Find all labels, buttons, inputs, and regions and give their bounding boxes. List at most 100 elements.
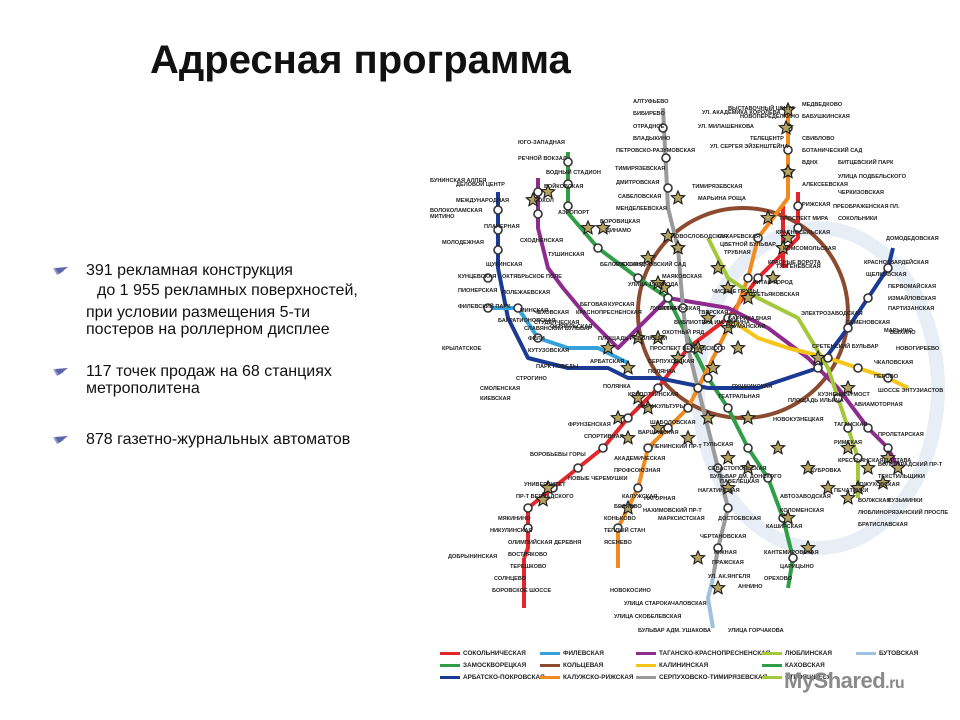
ad-location-star-icon <box>799 459 817 475</box>
station-label: БЕЛОРУССКАЯ <box>600 262 643 268</box>
station-label: БИБЛИОТЕКА ИМ. ЛЕНИНА <box>674 320 750 326</box>
legend-swatch <box>540 651 560 655</box>
ad-location-star-icon <box>709 259 727 275</box>
ad-location-star-icon <box>874 474 892 490</box>
station-label: ПАВЕЛЕЦКАЯ <box>720 479 759 485</box>
station-label: ПРОСПЕКТ МИРА <box>780 216 828 222</box>
station-label: МАРКСИСТСКАЯ <box>658 516 705 522</box>
ad-location-star-icon <box>839 489 857 505</box>
station-label: КУРСКАЯ <box>608 302 634 308</box>
station-label: ДОБРЫНИНСКАЯ <box>448 554 497 560</box>
station-label: СУХАРЕВСКАЯ <box>718 234 760 240</box>
station-label: СТУДЕНЧЕСКАЯ <box>534 320 579 326</box>
bullet-item-sales-points: 117 точек продаж на 68 станциях метропол… <box>53 363 332 397</box>
station-label: КУТУЗОВСКАЯ <box>528 348 569 354</box>
station-marker <box>728 313 738 323</box>
station-label: ОХОТНЫЙ РЯД <box>662 328 704 336</box>
station-label: МИНСКАЯ <box>520 308 548 314</box>
bullet-text: до 1 955 рекламных поверхностей, <box>97 282 358 299</box>
legend-item: КАХОВСКАЯ <box>762 660 825 672</box>
station-marker <box>753 233 763 243</box>
ad-location-star-icon <box>739 459 757 475</box>
station-label: ТИМИРЯЗЕВСКАЯ <box>615 166 665 172</box>
ad-location-star-icon <box>779 101 797 117</box>
ad-location-star-icon <box>619 359 637 375</box>
ad-location-star-icon <box>719 479 737 495</box>
station-label: МИТИНО <box>430 214 455 220</box>
legend-label: КАЛУЖСКО-РИЖСКАЯ <box>563 674 634 681</box>
bullet-item-vending: 878 газетно-журнальных автоматов <box>53 431 350 448</box>
metro-line-arbatsko-pokrovskaya <box>496 192 895 390</box>
station-marker <box>783 145 793 155</box>
station-marker <box>793 201 803 211</box>
ad-location-star-icon <box>594 219 612 235</box>
station-label: КАШИРСКАЯ <box>766 524 802 530</box>
station-label: ЩУКИНСКАЯ <box>486 262 522 268</box>
station-label: ОРЕХОВО <box>764 576 793 582</box>
station-label: КОЖУХОВСКАЯ <box>856 482 900 488</box>
station-label: ДОМОДЕДОВСКАЯ <box>886 236 939 242</box>
ad-location-star-icon <box>709 579 727 595</box>
station-label: ТИМИРЯЗЕВСКАЯ <box>692 184 742 190</box>
ad-location-star-icon <box>839 379 857 395</box>
station-marker <box>713 543 723 553</box>
legend-item: АРБАТСКО-ПОКРОВСКАЯ <box>440 672 545 684</box>
legend-swatch <box>636 651 656 655</box>
station-label: ТАГАНСКАЯ <box>834 422 868 428</box>
legend-label: ФИЛЕВСКАЯ <box>563 650 604 657</box>
station-label: УЛ. СЕРГЕЯ ЭЙЗЕНШТЕЙНА <box>710 142 788 150</box>
station-label: ТРЕТЬЯКОВСКАЯ <box>750 292 799 298</box>
metro-line-sokolnicheskaya <box>781 206 788 268</box>
ad-location-star-icon <box>774 239 792 255</box>
station-label: АЛЕКСАНДРОВСКИЙ САД <box>614 260 686 268</box>
station-marker <box>573 463 583 473</box>
ad-location-star-icon <box>669 349 687 365</box>
station-label: ДМИТРОВСКАЯ <box>616 180 659 186</box>
legend-label: СТРОЯЩИЕСЯ <box>785 674 832 681</box>
station-marker <box>613 523 623 533</box>
station-label: ТЕЛЕЦЕНТР <box>750 136 784 142</box>
station-label: ПЕРВОМАЙСКАЯ <box>888 282 936 290</box>
station-marker <box>723 403 733 413</box>
station-label: ТУРГЕНЕВСКАЯ <box>776 264 821 270</box>
station-marker <box>563 201 573 211</box>
ad-location-star-icon <box>699 409 717 425</box>
ad-location-star-icon <box>689 549 707 565</box>
station-marker <box>678 303 688 313</box>
ad-location-star-icon <box>849 479 867 495</box>
ad-location-star-icon <box>759 209 777 225</box>
ad-location-star-icon <box>539 183 557 199</box>
legend-item: СОКОЛЬНИЧЕСКАЯ <box>440 648 526 660</box>
station-marker <box>883 373 893 383</box>
station-label: ВДНХ <box>802 160 818 166</box>
station-label: РИМСКАЯ <box>834 440 862 446</box>
station-label: БОРОВСКОЕ ШОССЕ <box>492 588 551 594</box>
station-label: МАРЬИНА РОЩА <box>698 196 746 202</box>
bullet-text: при условии размещения 5-ти <box>86 304 311 321</box>
station-marker <box>523 503 533 513</box>
station-label: БОТАНИЧЕСКИЙ САД <box>802 146 862 154</box>
station-label: КИЕВСКАЯ <box>480 396 511 402</box>
station-marker <box>713 343 723 353</box>
station-label: СЕВАСТОПОЛЬСКАЯ <box>708 466 767 472</box>
station-label: БУЛЬВАР ДМ. ДОНСКОГО <box>710 474 782 480</box>
station-marker <box>493 205 503 215</box>
station-label: КАЛУЖСКАЯ <box>622 494 657 500</box>
legend-item: КАЛИНИНСКАЯ <box>636 660 708 672</box>
station-marker <box>633 273 643 283</box>
station-label: ТУШИНСКАЯ <box>548 252 584 258</box>
station-label: ВАРШАВСКАЯ <box>638 430 679 436</box>
station-marker <box>593 243 603 253</box>
station-label: БЕЛЯЕВО <box>614 504 642 510</box>
station-label: ДОСТОЕВСКАЯ <box>718 516 761 522</box>
station-label: ПЕТРОВСКО-РАЗУМОВСКАЯ <box>616 148 695 154</box>
station-label: ОЛИМПИЙСКАЯ ДЕРЕВНЯ <box>508 538 581 546</box>
station-label: ВОДНЫЙ СТАДИОН <box>546 168 601 176</box>
ad-location-star-icon <box>839 439 857 455</box>
station-marker <box>863 423 873 433</box>
station-marker <box>653 383 663 393</box>
station-label: ЧЕРКИЗОВСКАЯ <box>838 190 884 196</box>
station-label: ЭЛЕКТРОЗАВОДСКАЯ <box>801 311 863 317</box>
station-label: АКАДЕМИЧЕСКАЯ <box>614 456 665 462</box>
station-label: ПОЛЕЖАЕВСКАЯ <box>502 290 550 296</box>
